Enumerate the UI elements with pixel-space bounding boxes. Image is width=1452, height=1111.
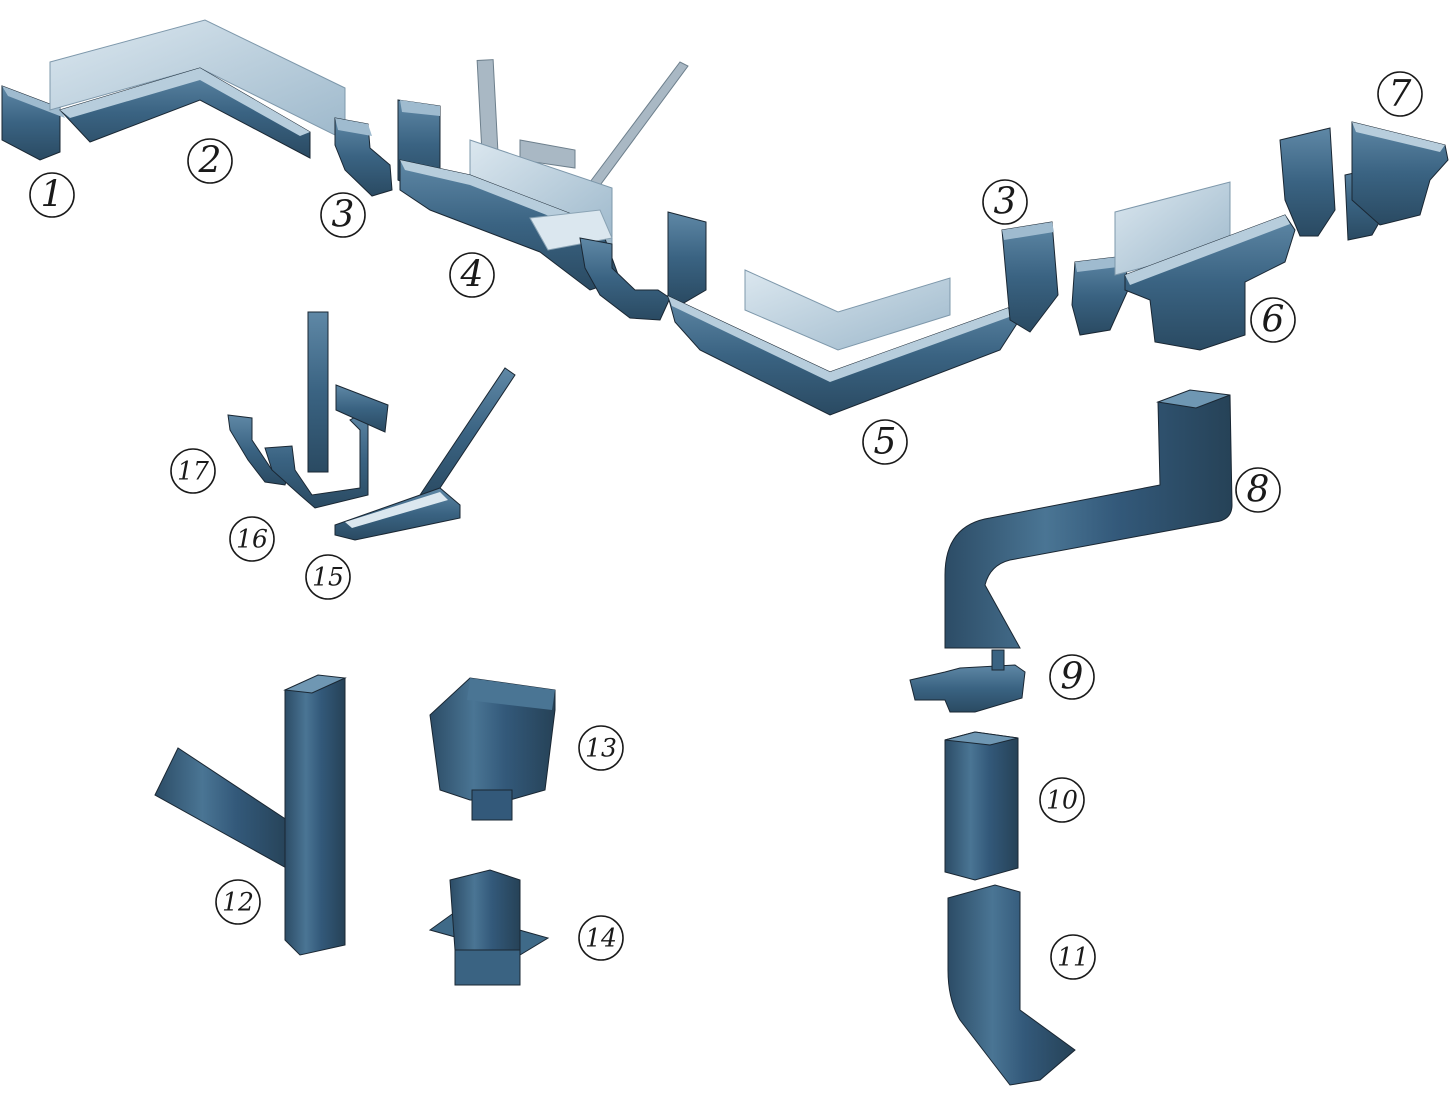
svg-text:2: 2 bbox=[198, 141, 222, 182]
svg-text:5: 5 bbox=[874, 422, 897, 463]
svg-text:10: 10 bbox=[1046, 786, 1078, 815]
callout-10: 10 bbox=[1039, 777, 1085, 823]
gutter-outlet bbox=[1114, 181, 1296, 351]
svg-text:13: 13 bbox=[585, 734, 617, 763]
callout-16: 16 bbox=[229, 516, 275, 562]
callout-3-right: 3 bbox=[982, 179, 1028, 225]
svg-text:11: 11 bbox=[1057, 943, 1089, 972]
svg-text:6: 6 bbox=[1262, 300, 1285, 341]
svg-text:15: 15 bbox=[312, 563, 344, 592]
callout-13: 13 bbox=[578, 725, 624, 771]
callout-4: 4 bbox=[449, 252, 495, 298]
callout-15: 15 bbox=[305, 554, 351, 600]
gutter-hanger-right bbox=[1001, 221, 1129, 336]
callout-11: 11 bbox=[1050, 934, 1096, 980]
svg-text:8: 8 bbox=[1247, 470, 1270, 511]
gutter-end-cap bbox=[1, 85, 65, 161]
callout-14: 14 bbox=[578, 915, 624, 961]
pipe-clamp bbox=[909, 649, 1026, 713]
callout-1: 1 bbox=[29, 172, 75, 218]
callout-17: 17 bbox=[170, 448, 216, 494]
gutter-end-cap-right bbox=[1351, 121, 1449, 226]
downpipe-outlet-elbow bbox=[947, 884, 1076, 1086]
callout-7: 7 bbox=[1377, 71, 1423, 117]
gutter-inner-corner bbox=[667, 269, 1019, 416]
svg-text:17: 17 bbox=[177, 457, 209, 486]
gutter-corner-piece bbox=[49, 19, 346, 159]
gutter-joint-connector bbox=[399, 59, 689, 291]
svg-text:4: 4 bbox=[460, 255, 484, 296]
svg-text:12: 12 bbox=[222, 888, 254, 917]
svg-text:7: 7 bbox=[1389, 74, 1412, 115]
funnel-hopper bbox=[429, 677, 556, 821]
svg-text:16: 16 bbox=[236, 525, 268, 554]
svg-text:1: 1 bbox=[41, 175, 64, 216]
downpipe-branch bbox=[154, 674, 347, 956]
callout-2: 2 bbox=[187, 138, 233, 184]
callout-12: 12 bbox=[215, 879, 261, 925]
bracket-hook-long bbox=[264, 311, 389, 509]
callout-9: 9 bbox=[1049, 654, 1095, 700]
svg-text:9: 9 bbox=[1061, 657, 1084, 698]
downpipe-straight bbox=[944, 731, 1019, 881]
bracket-rafter-mount bbox=[334, 367, 516, 541]
svg-text:3: 3 bbox=[332, 195, 355, 236]
callout-6: 6 bbox=[1250, 297, 1296, 343]
callout-5: 5 bbox=[862, 419, 908, 465]
pipe-adapter bbox=[428, 869, 550, 986]
svg-text:14: 14 bbox=[585, 924, 617, 953]
callout-8: 8 bbox=[1235, 467, 1281, 513]
callout-3-left: 3 bbox=[320, 192, 366, 238]
downpipe-offset-elbow bbox=[944, 389, 1233, 649]
svg-text:3: 3 bbox=[994, 182, 1017, 223]
